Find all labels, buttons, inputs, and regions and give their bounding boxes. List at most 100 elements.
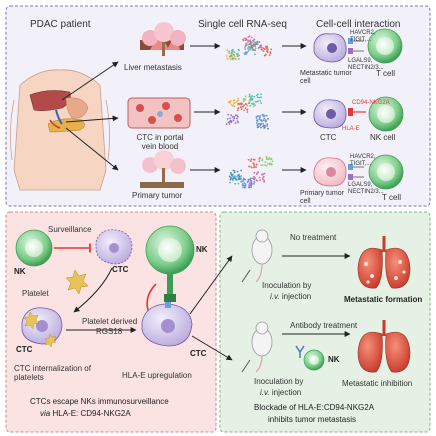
tsne-point xyxy=(262,119,265,122)
tsne-point xyxy=(235,178,237,181)
tsne-plot-ctc xyxy=(225,93,269,130)
tsne-point xyxy=(263,179,265,181)
tsne-point xyxy=(229,58,232,60)
tsne-point xyxy=(263,117,266,120)
tsne-point xyxy=(241,180,244,183)
tsne-point xyxy=(243,184,246,187)
tsne-point xyxy=(259,115,261,117)
tsne-point xyxy=(244,103,247,105)
tsne-point xyxy=(248,185,250,188)
ctc-left-label: CTC xyxy=(16,345,33,354)
tsne-point xyxy=(248,95,251,97)
tsne-point xyxy=(229,178,232,181)
tsne-point xyxy=(247,158,250,161)
metastatic-formation-label: Metastatic formation xyxy=(344,295,423,304)
tsne-point xyxy=(228,120,231,123)
tsne-point xyxy=(247,178,250,181)
tsne-point xyxy=(264,125,266,127)
tsne-point xyxy=(269,163,271,166)
tsne-point xyxy=(264,164,266,166)
tsne-point xyxy=(227,113,230,116)
tsne-point xyxy=(237,109,239,111)
pancreas-organ xyxy=(47,118,85,133)
inoculation-top-label: Inoculation by xyxy=(262,281,312,290)
tsne-point xyxy=(256,126,259,129)
receptors-top-row1: HAVCR2, TIGIT,... xyxy=(350,30,376,43)
tsne-point xyxy=(238,177,240,179)
tsne-point xyxy=(266,123,269,125)
tsne-point xyxy=(255,101,258,103)
tsne-point xyxy=(240,102,243,105)
tsne-point xyxy=(264,120,267,123)
tsne-point xyxy=(262,47,265,50)
tsne-point xyxy=(240,103,243,106)
receptors-top-row2: CD94-NKG2A xyxy=(352,100,390,106)
tsne-point xyxy=(249,43,251,45)
tsne-point xyxy=(233,116,235,118)
tsne-point xyxy=(267,48,269,51)
tsne-point xyxy=(258,118,261,120)
tsne-point xyxy=(248,102,251,105)
tsne-point xyxy=(229,119,232,122)
rnaseq-title: Single cell RNA-seq xyxy=(198,19,287,30)
primary-tumor-illustration xyxy=(140,150,186,188)
tsne-point xyxy=(240,169,242,172)
mouse-icon-bottom xyxy=(241,321,273,373)
tsne-point xyxy=(244,46,246,48)
lungs-inhibited xyxy=(357,320,411,373)
tsne-point xyxy=(229,181,231,184)
tsne-point xyxy=(256,41,259,43)
tsne-point xyxy=(248,48,251,51)
tsne-point xyxy=(257,47,260,49)
tsne-point xyxy=(262,176,264,179)
tsne-point xyxy=(244,186,247,189)
nk-big-label: NK xyxy=(196,245,208,254)
injection-top-line: i.v. injection xyxy=(270,293,311,301)
tsne-point xyxy=(243,104,245,106)
tsne-point xyxy=(252,105,255,108)
ctc-portal-vein-illustration xyxy=(127,97,191,129)
tsne-point xyxy=(244,95,247,98)
tsne-point xyxy=(236,170,239,173)
tsne-point xyxy=(230,54,233,56)
tsne-point xyxy=(232,169,235,172)
tsne-point xyxy=(234,177,236,180)
tsne-point xyxy=(261,158,264,161)
tsne-point xyxy=(252,102,255,105)
tsne-point xyxy=(261,164,264,166)
tsne-point xyxy=(237,57,240,60)
tsne-point xyxy=(271,163,273,166)
tsne-point xyxy=(265,164,268,167)
tsne-point xyxy=(242,105,244,108)
tsne-point xyxy=(234,55,236,57)
tsne-point xyxy=(252,39,255,42)
tsne-point xyxy=(250,158,253,161)
tsne-point xyxy=(265,114,268,117)
tsne-point xyxy=(248,40,250,43)
tsne-point xyxy=(244,183,247,185)
platelet-label: Platelet xyxy=(22,289,49,298)
tsne-point xyxy=(265,119,267,121)
tsne-point xyxy=(236,55,239,58)
tsne-point xyxy=(266,125,268,127)
tsne-point xyxy=(244,107,247,109)
tsne-point xyxy=(267,127,269,130)
rgs18-label: RGS18 xyxy=(96,327,123,336)
tsne-point xyxy=(259,156,261,159)
tsne-point xyxy=(260,46,263,49)
tsne-point xyxy=(250,186,253,189)
tsne-point xyxy=(240,175,243,177)
tsne-point xyxy=(250,96,252,99)
tsne-point xyxy=(269,52,272,55)
tsne-point xyxy=(236,117,238,120)
metastatic-inhibition-label: Metastatic inhibition xyxy=(342,379,413,388)
tsne-plot-primary xyxy=(228,155,274,189)
tsne-point xyxy=(249,182,251,185)
tsne-point xyxy=(236,52,239,55)
tsne-point xyxy=(253,95,256,98)
tsne-point xyxy=(257,100,259,102)
tsne-point xyxy=(251,98,254,100)
ctc-cell-top xyxy=(95,229,133,265)
